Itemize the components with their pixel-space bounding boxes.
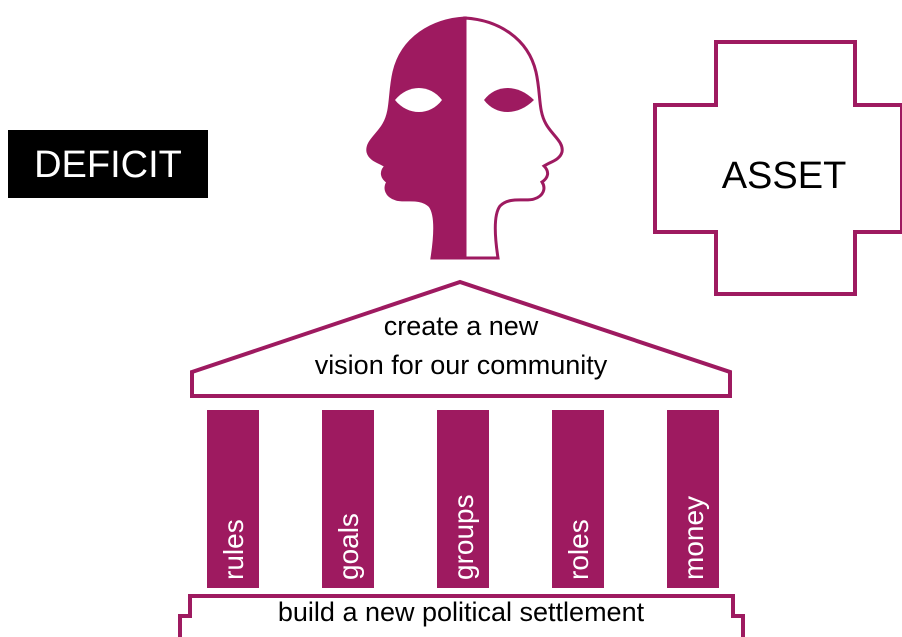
deficit-label: DEFICIT (34, 144, 182, 186)
pillars: rules goals groups roles money (207, 410, 719, 588)
pillar-groups: groups (437, 410, 489, 588)
roof-line-1: create a new (384, 311, 539, 341)
pillar-roles: roles (552, 410, 604, 588)
roof-pediment: create a new vision for our community (190, 279, 732, 398)
pillar-label: money (678, 496, 709, 580)
asset-label: ASSET (722, 155, 847, 197)
pillar-rules: rules (207, 410, 259, 588)
deficit-box: DEFICIT (8, 130, 208, 198)
roof-line-2: vision for our community (315, 350, 608, 380)
base-label: build a new political settlement (278, 597, 645, 627)
asset-cross: ASSET (653, 40, 902, 296)
pillar-money: money (667, 410, 719, 588)
base-foundation: build a new political settlement (178, 594, 745, 637)
two-faced-head-icon (366, 16, 564, 260)
pillar-label: groups (448, 494, 479, 580)
pillar-label: roles (563, 519, 594, 580)
pillar-label: rules (218, 519, 249, 580)
pillar-label: goals (333, 513, 364, 580)
pillar-goals: goals (322, 410, 374, 588)
